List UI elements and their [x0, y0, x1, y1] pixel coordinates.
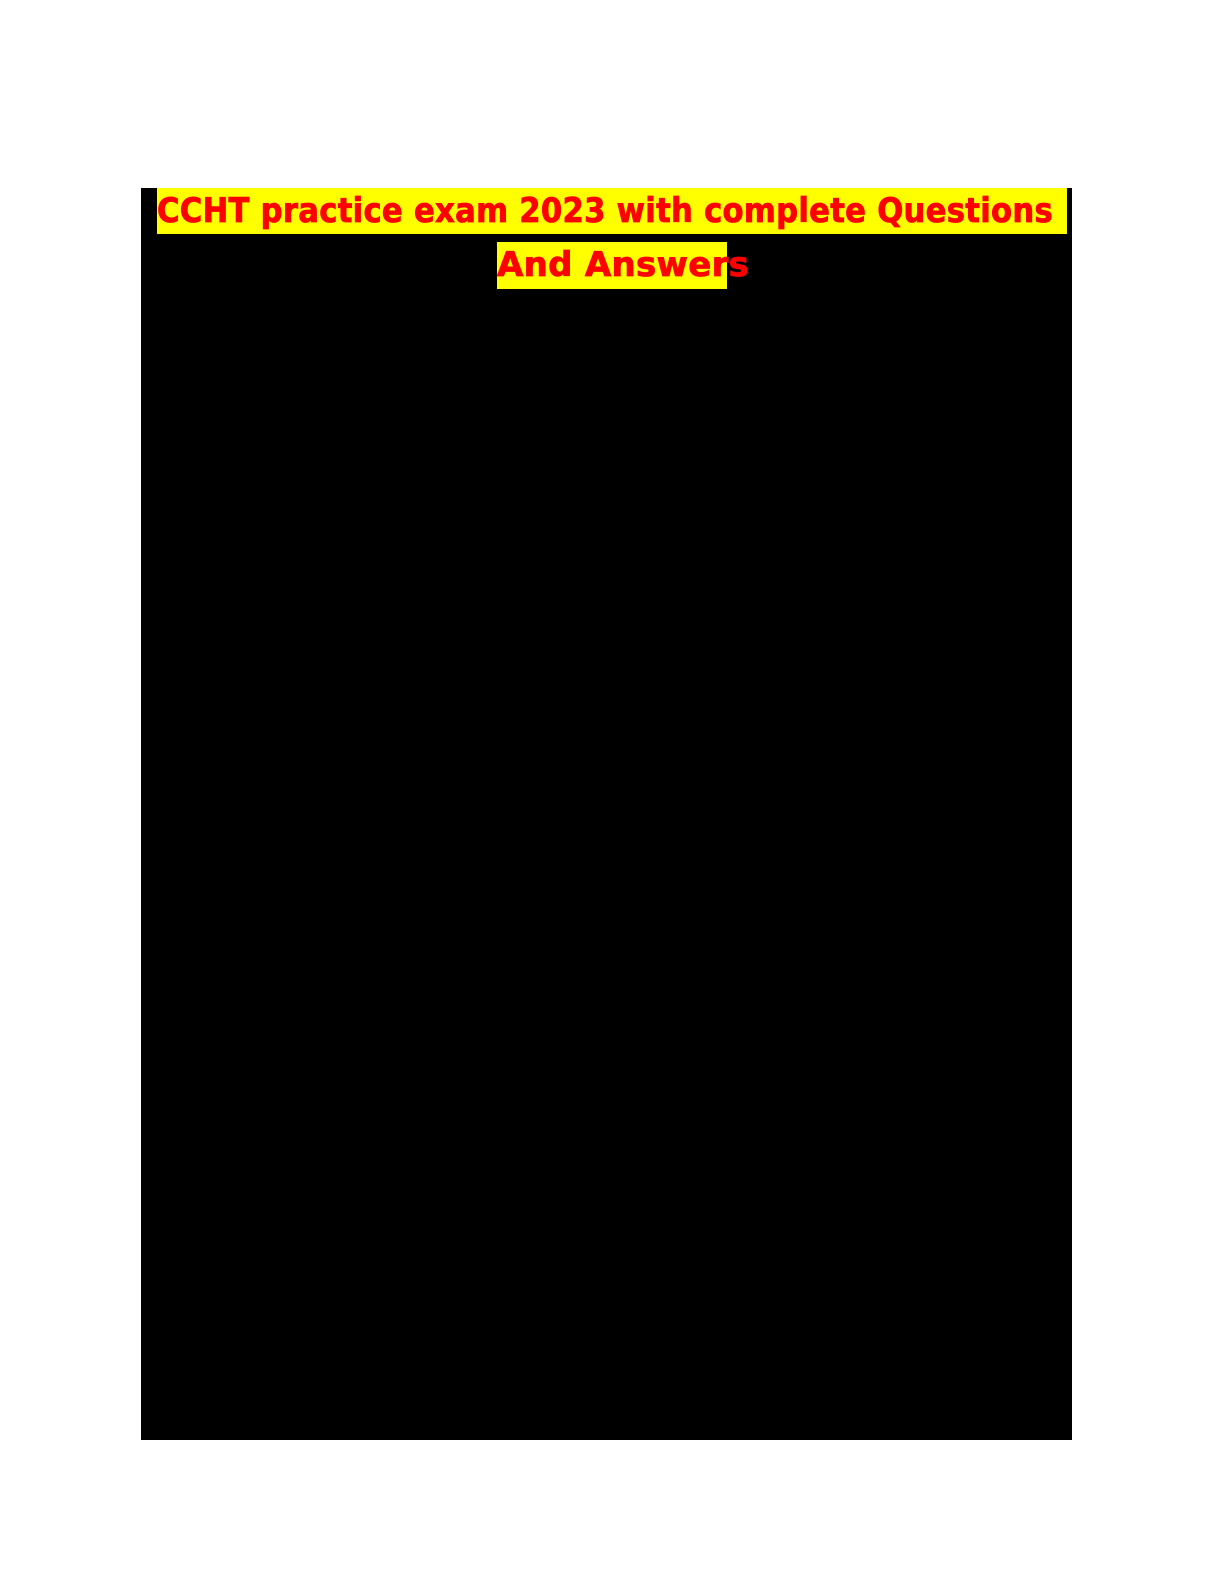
redacted-content-block — [141, 188, 1072, 1440]
document-title-line-2: And Answers — [497, 242, 749, 289]
document-title-line-1: CCHT practice exam 2023 with complete Qu… — [157, 188, 1067, 234]
title-text-line-1: CCHT practice exam 2023 with complete Qu… — [157, 191, 1053, 232]
title-text-line-2: And Answers — [497, 245, 750, 286]
